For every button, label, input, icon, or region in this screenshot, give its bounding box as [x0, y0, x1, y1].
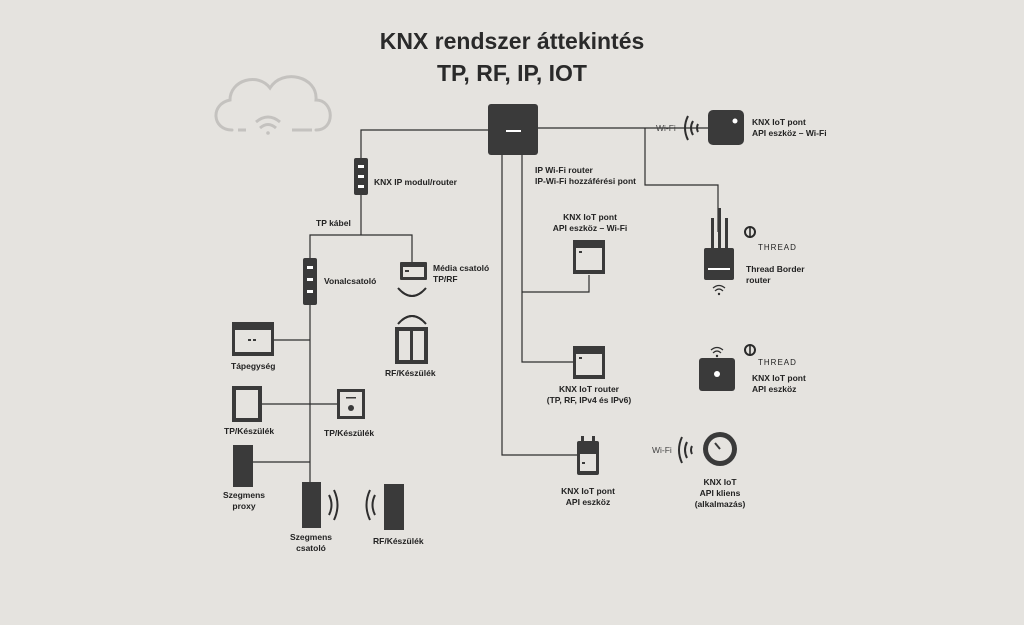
tp-device-left: [232, 386, 262, 422]
rf-device-top: [395, 327, 428, 364]
thread-logo-icon: [744, 344, 756, 356]
power-supply-device: [232, 322, 274, 356]
iot-router-label-line2: (TP, RF, IPv4 és IPv6): [546, 395, 632, 405]
rf-device-top-label: RF/Készülék: [385, 368, 436, 378]
segment-coupler-label-line1: Szegmens: [289, 532, 333, 542]
segment-coupler-label-line2: csatoló: [296, 543, 326, 553]
wifi-top-label: Wi-Fi: [656, 123, 676, 133]
thread-logo-text: THREAD: [758, 243, 797, 252]
line-coupler-device: [303, 258, 317, 305]
thread-border-router-device: [704, 208, 734, 296]
iot-thread-label: KNX IoT pont API eszköz: [752, 373, 806, 395]
iot-wifi-mid-device: [573, 240, 605, 274]
tp-cable-label: TP kábel: [316, 218, 351, 228]
wifi-icon: [684, 115, 699, 141]
iot-wifi-top-label-line2: API eszköz – Wi-Fi: [752, 128, 827, 138]
iot-thread-label-line2: API eszköz: [752, 384, 797, 394]
thread-logo-text: THREAD: [758, 358, 797, 367]
segment-coupler-label: Szegmens csatoló: [285, 532, 337, 554]
line-coupler-label: Vonalcsatoló: [324, 276, 377, 286]
iot-wifi-mid-label-line2: API eszköz – Wi-Fi: [552, 223, 628, 233]
wifi-icon: [678, 436, 693, 464]
tp-device-right-label: TP/Készülék: [324, 428, 375, 438]
iot-api-bottom-label: KNX IoT pont API eszköz: [538, 486, 638, 508]
knx-ip-module-label: KNX IP modul/router: [374, 177, 457, 187]
media-coupler-label: Média csatoló TP/RF: [433, 263, 489, 285]
rf-device-bottom-label: RF/Készülék: [373, 536, 424, 546]
thread-border-router-label: Thread Border router: [746, 264, 805, 286]
rf-device-bottom: [384, 484, 404, 530]
iot-api-bottom-label-line2: API eszköz: [565, 497, 611, 507]
power-supply-label: Tápegység: [231, 361, 276, 371]
knx-ip-module-device: [354, 158, 368, 195]
media-coupler-device: [400, 262, 427, 280]
ip-router-label-line1: IP Wi-Fi router: [535, 165, 593, 175]
ip-router-label-line2: IP-Wi-Fi hozzáférési pont: [535, 176, 636, 186]
iot-client-label-line1: KNX IoT: [703, 477, 737, 487]
iot-router-label-line1: KNX IoT router: [559, 384, 619, 394]
radio-wave-icon: [328, 489, 376, 521]
iot-wifi-top-label-line1: KNX IoT pont: [752, 117, 806, 127]
media-coupler-label-line1: Média csatoló: [433, 263, 490, 273]
tp-device-left-label: TP/Készülék: [224, 426, 275, 436]
tp-device-right: [337, 389, 365, 419]
iot-client-label-line3: (alkalmazás): [694, 499, 746, 509]
iot-wifi-top-device: [708, 110, 744, 145]
radio-wave-icon: [397, 287, 427, 325]
diagram-title: KNX rendszer áttekintés: [379, 28, 645, 54]
media-coupler-label-line2: TP/RF: [433, 274, 458, 284]
ip-router-label: IP Wi-Fi router IP-Wi-Fi hozzáférési pon…: [535, 165, 636, 187]
thread-logo-icon: [744, 226, 756, 238]
segment-proxy-label-line2: proxy: [232, 501, 256, 511]
cloud-icon: [214, 75, 332, 135]
iot-thread-label-line1: KNX IoT pont: [752, 373, 806, 383]
iot-client-label: KNX IoT API kliens (alkalmazás): [680, 477, 760, 510]
segment-coupler-device: [302, 482, 321, 528]
iot-wifi-top-label: KNX IoT pont API eszköz – Wi-Fi: [752, 117, 827, 139]
iot-api-bottom-label-line1: KNX IoT pont: [561, 486, 615, 496]
thread-border-router-label-line2: router: [746, 275, 771, 285]
iot-client-label-line2: API kliens: [699, 488, 741, 498]
segment-proxy-label-line1: Szegmens: [222, 490, 266, 500]
iot-api-client-device: [703, 432, 737, 466]
iot-wifi-mid-label: KNX IoT pont API eszköz – Wi-Fi: [540, 212, 640, 234]
segment-proxy-device: [233, 445, 253, 487]
ip-wifi-router-device: [488, 104, 538, 155]
segment-proxy-label: Szegmens proxy: [218, 490, 270, 512]
connection-lines: [253, 127, 719, 482]
iot-router-device: [573, 346, 605, 379]
diagram-subtitle: TP, RF, IP, IOT: [437, 60, 587, 86]
iot-router-label: KNX IoT router (TP, RF, IPv4 és IPv6): [534, 384, 644, 406]
iot-thread-device: [699, 346, 735, 391]
thread-border-router-label-line1: Thread Border: [746, 264, 805, 274]
iot-api-bottom-device: [577, 436, 599, 475]
wifi-bottom-label: Wi-Fi: [652, 445, 672, 455]
iot-wifi-mid-label-line1: KNX IoT pont: [563, 212, 617, 222]
